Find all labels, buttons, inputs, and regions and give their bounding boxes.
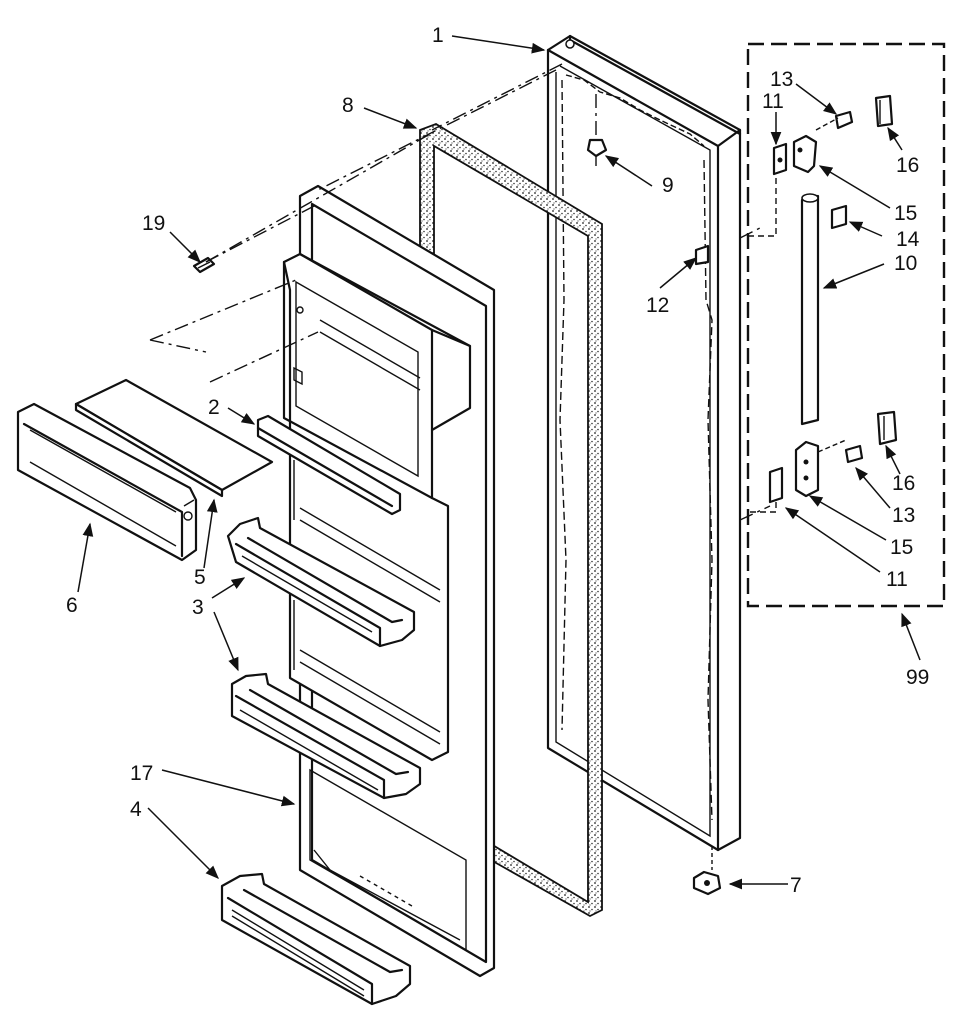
- door-stop-9: [586, 138, 608, 166]
- door-bin-upper: [226, 516, 416, 648]
- callout-99: 99: [906, 666, 929, 689]
- callout-15-bottom: 15: [890, 536, 913, 559]
- callout-15-top: 15: [894, 202, 917, 225]
- callout-16-bottom: 16: [892, 472, 915, 495]
- alignment-lines: [149, 63, 771, 521]
- hinge-kit: [746, 42, 946, 608]
- callout-17: 17: [130, 762, 153, 785]
- callout-1: 1: [432, 24, 444, 47]
- screw-19: [192, 256, 216, 274]
- callout-labels: 1 2 3 4 5 6 7 8 9 10 11 11 12 13 13 14 1…: [66, 24, 929, 897]
- callout-7: 7: [790, 874, 802, 897]
- callout-11-bottom: 11: [886, 568, 908, 591]
- dairy-door-flap: [74, 378, 274, 498]
- callout-16-top: 16: [896, 154, 919, 177]
- door-bin-bottom: [220, 872, 412, 1006]
- door-bin-lower: [230, 672, 422, 800]
- callout-8: 8: [342, 94, 354, 117]
- callout-19: 19: [142, 212, 165, 235]
- callout-13-bottom: 13: [892, 504, 915, 527]
- callout-10: 10: [894, 252, 917, 275]
- callout-5: 5: [194, 566, 206, 589]
- leader-lines: [77, 35, 921, 890]
- callout-14: 14: [896, 228, 920, 251]
- callout-9: 9: [662, 174, 674, 197]
- callout-6: 6: [66, 594, 78, 617]
- door-outer-panel: [546, 34, 742, 852]
- callout-3: 3: [192, 596, 204, 619]
- foot-7: [692, 846, 722, 896]
- dairy-door-front: [16, 402, 198, 562]
- callout-4: 4: [130, 798, 142, 821]
- callout-13-top: 13: [770, 68, 793, 91]
- callout-2: 2: [208, 396, 220, 419]
- callout-11-top: 11: [762, 90, 784, 113]
- clip-12: [694, 244, 710, 266]
- dairy-rail: [256, 414, 402, 516]
- callout-12: 12: [646, 294, 669, 317]
